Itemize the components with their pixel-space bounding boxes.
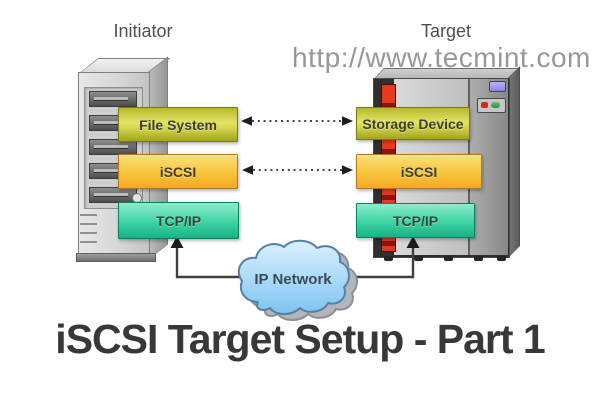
server-foot — [384, 256, 393, 261]
server-foot — [474, 256, 483, 261]
red-led-icon — [481, 102, 488, 108]
watermark-url: http://www.tecmint.com — [292, 42, 591, 73]
network-cloud-label: IP Network — [254, 271, 332, 288]
layer-box-file-system: File System — [118, 107, 238, 142]
green-led-icon — [491, 102, 500, 108]
drive-bay — [89, 139, 137, 155]
target-label: Target — [420, 21, 472, 41]
server-foot — [444, 256, 453, 261]
initiator-label: Initiator — [113, 21, 173, 41]
power-indicator-icon — [489, 81, 506, 92]
status-led-panel — [477, 98, 506, 113]
vent-line — [80, 214, 97, 216]
ip-network-cloud — [237, 239, 350, 315]
layer-box-iscsi-target: iSCSI — [356, 154, 482, 189]
vent-line — [80, 241, 97, 243]
dotted-arrow-file-storage — [241, 116, 353, 126]
page-title: iSCSI Target Setup - Part 1 — [55, 316, 545, 362]
tower-base — [76, 253, 156, 262]
dotted-arrow-iscsi — [242, 165, 353, 175]
server-foot — [497, 256, 506, 261]
vent-line — [80, 223, 97, 225]
layer-box-tcpip-initiator: TCP/IP — [118, 202, 239, 239]
drive-bay — [89, 91, 137, 107]
layer-box-storage-device: Storage Device — [356, 107, 470, 140]
server-foot — [414, 256, 423, 261]
layer-box-tcpip-target: TCP/IP — [356, 203, 475, 238]
layer-box-iscsi-initiator: iSCSI — [118, 154, 238, 189]
vent-line — [80, 232, 97, 234]
